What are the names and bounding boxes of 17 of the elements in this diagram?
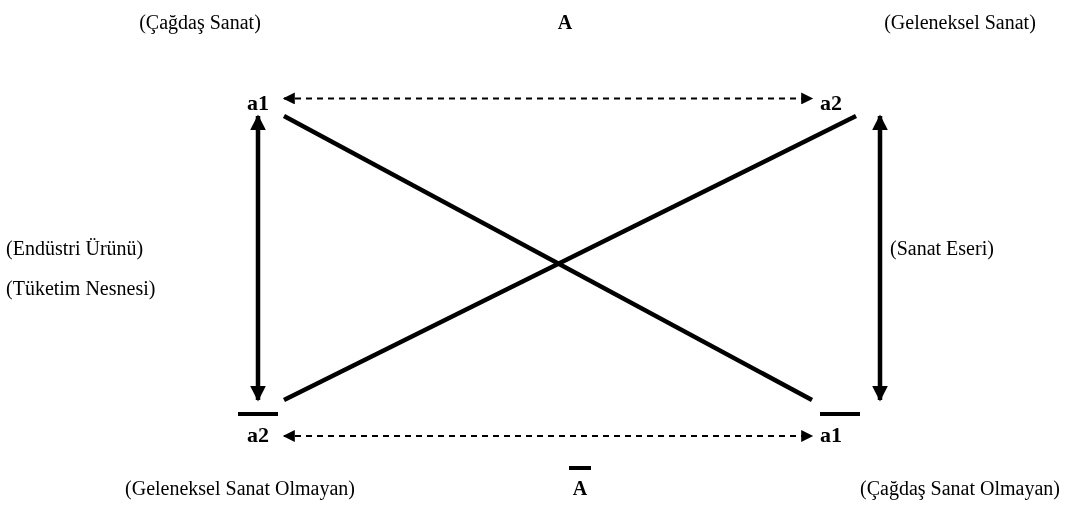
concept-label: (Çağdaş Sanat) xyxy=(139,10,261,34)
concept-label: (Endüstri Ürünü) xyxy=(6,236,144,260)
dashed-arrow xyxy=(282,430,814,442)
term-label: a2 xyxy=(247,422,269,448)
concept-label: (Tüketim Nesnesi) xyxy=(6,276,156,300)
term-label: a1 xyxy=(820,422,842,448)
double-arrow xyxy=(872,114,888,402)
term-label: a2 xyxy=(820,90,842,116)
axis-label: A xyxy=(557,10,573,34)
axis-label: A xyxy=(572,476,588,500)
concept-label: (Geleneksel Sanat Olmayan) xyxy=(125,476,355,500)
dashed-arrow xyxy=(282,92,814,105)
double-arrow xyxy=(250,114,266,402)
concept-label: (Geleneksel Sanat) xyxy=(884,10,1036,34)
term-label: a1 xyxy=(247,90,269,116)
concept-label: (Sanat Eseri) xyxy=(890,236,994,260)
concept-label: (Çağdaş Sanat Olmayan) xyxy=(860,476,1060,500)
